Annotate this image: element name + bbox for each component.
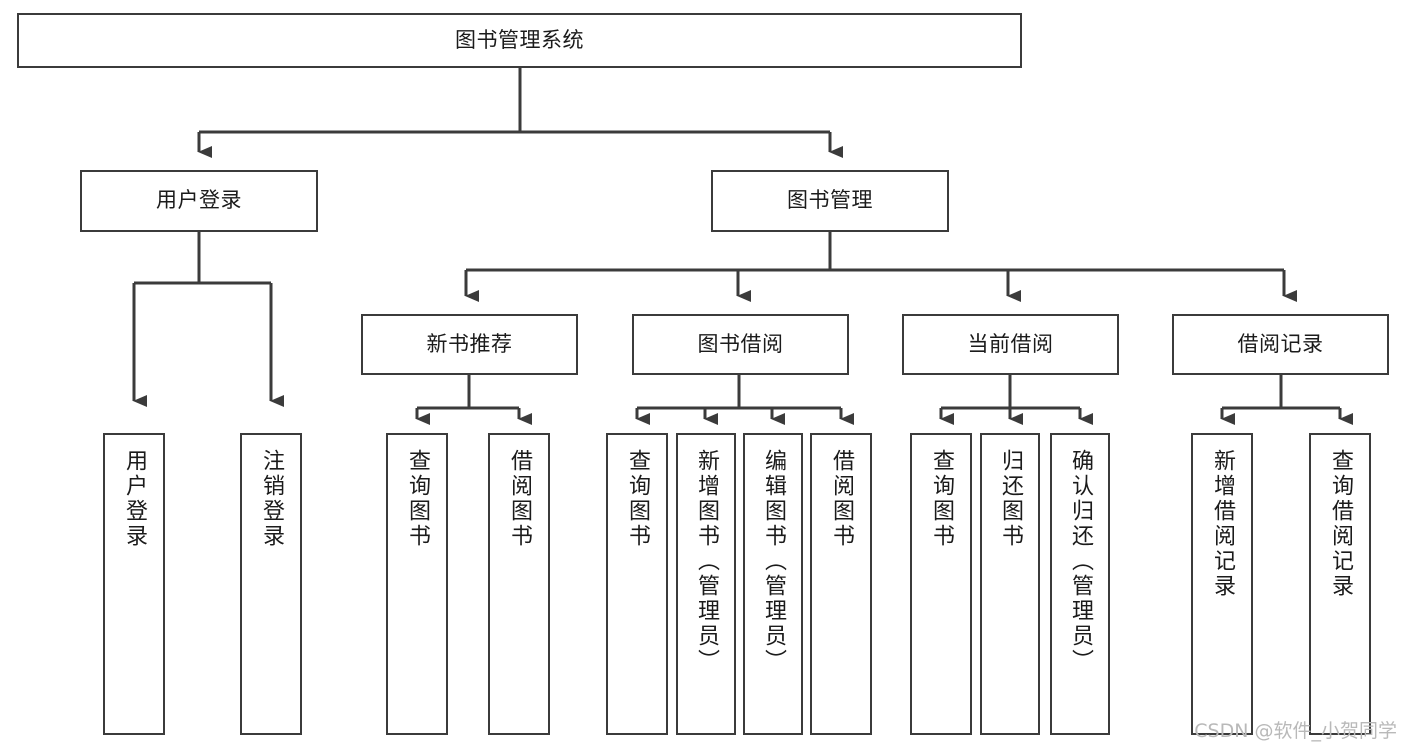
node-label: 图书管理系统 <box>455 27 584 52</box>
node-leaf-add-book[interactable]: 新增图书（管理员） <box>676 433 736 735</box>
node-label: 用户登录 <box>122 449 147 549</box>
node-label: 借阅记录 <box>1237 331 1324 356</box>
node-label: 查询图书 <box>929 449 954 549</box>
node-leaf-query-book-2[interactable]: 查询图书 <box>606 433 668 735</box>
node-label: 当前借阅 <box>967 331 1054 356</box>
node-root-book-management-system[interactable]: 图书管理系统 <box>17 13 1022 68</box>
node-leaf-query-borrow-record[interactable]: 查询借阅记录 <box>1309 433 1371 735</box>
node-leaf-logout-login[interactable]: 注销登录 <box>240 433 302 735</box>
node-book-management[interactable]: 图书管理 <box>711 170 949 232</box>
node-leaf-query-book-1[interactable]: 查询图书 <box>386 433 448 735</box>
node-current-borrow[interactable]: 当前借阅 <box>902 314 1119 375</box>
node-label: 归还图书 <box>998 449 1023 549</box>
node-label: 确认归还（管理员） <box>1068 449 1093 674</box>
node-label: 借阅图书 <box>507 449 532 549</box>
node-leaf-borrow-book-2[interactable]: 借阅图书 <box>810 433 872 735</box>
node-label: 注销登录 <box>259 449 284 549</box>
node-label: 查询图书 <box>625 449 650 549</box>
node-leaf-confirm-return[interactable]: 确认归还（管理员） <box>1050 433 1110 735</box>
node-leaf-user-login[interactable]: 用户登录 <box>103 433 165 735</box>
node-leaf-query-book-3[interactable]: 查询图书 <box>910 433 972 735</box>
node-leaf-borrow-book-1[interactable]: 借阅图书 <box>488 433 550 735</box>
node-leaf-return-book[interactable]: 归还图书 <box>980 433 1040 735</box>
node-label: 新书推荐 <box>426 331 513 356</box>
node-label: 用户登录 <box>156 188 242 213</box>
node-label: 图书借阅 <box>697 331 784 356</box>
node-leaf-add-borrow-record[interactable]: 新增借阅记录 <box>1191 433 1253 735</box>
node-label: 图书管理 <box>787 188 873 213</box>
node-label: 查询图书 <box>405 449 430 549</box>
node-book-borrow[interactable]: 图书借阅 <box>632 314 849 375</box>
node-new-book-recommend[interactable]: 新书推荐 <box>361 314 578 375</box>
node-label: 借阅图书 <box>829 449 854 549</box>
node-leaf-edit-book[interactable]: 编辑图书（管理员） <box>743 433 803 735</box>
node-borrow-record[interactable]: 借阅记录 <box>1172 314 1389 375</box>
node-user-login[interactable]: 用户登录 <box>80 170 318 232</box>
node-label: 新增图书（管理员） <box>694 449 719 674</box>
node-label: 新增借阅记录 <box>1210 449 1235 599</box>
node-label: 查询借阅记录 <box>1328 449 1353 599</box>
node-label: 编辑图书（管理员） <box>761 449 786 674</box>
